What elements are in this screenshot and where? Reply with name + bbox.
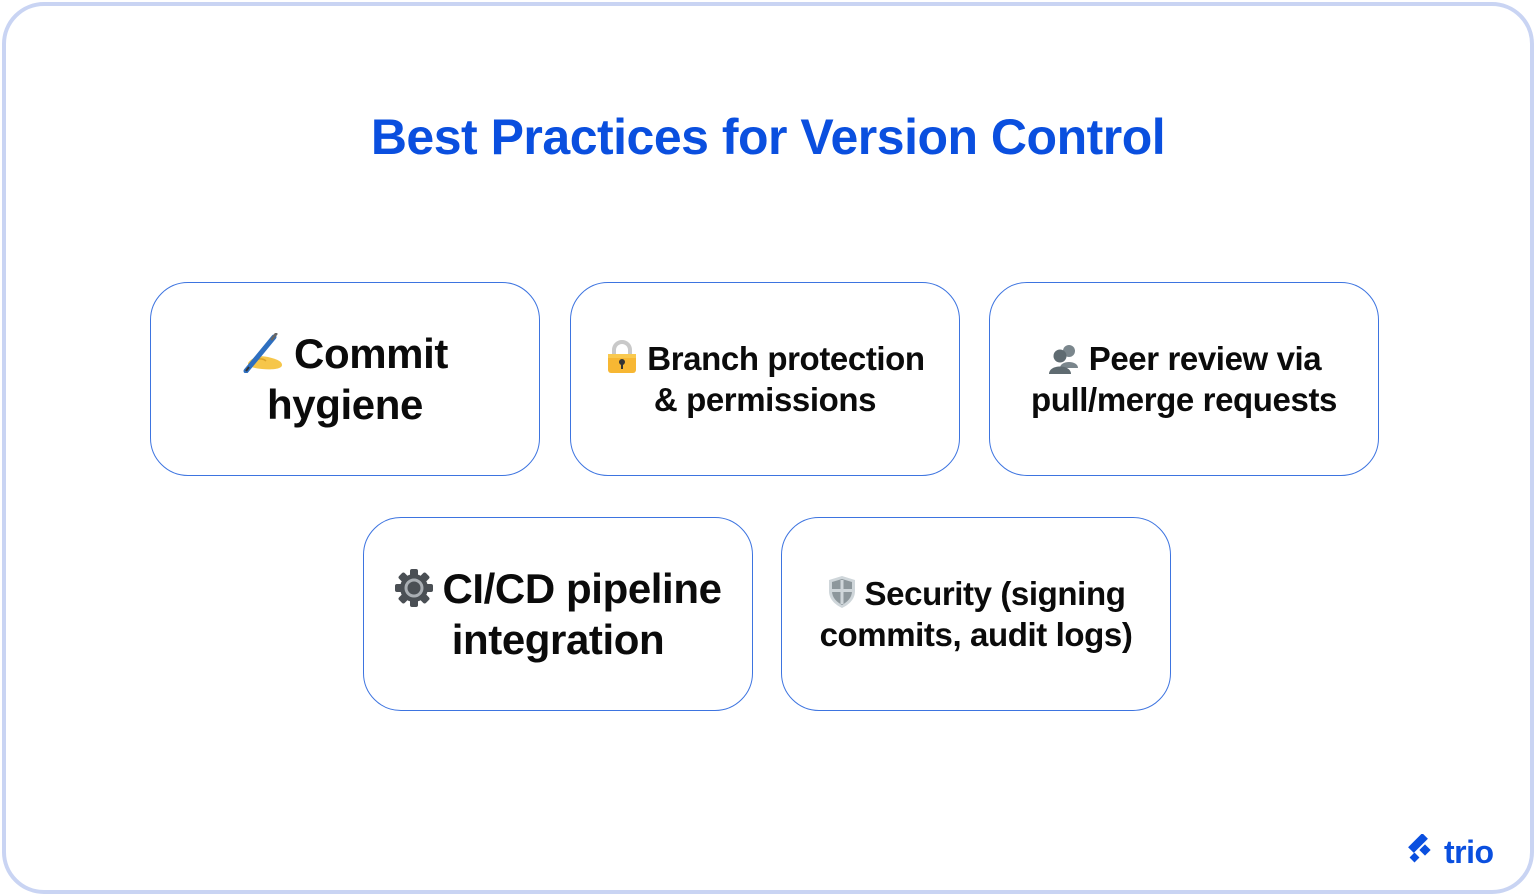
- trio-logo: trio: [1406, 833, 1494, 870]
- writing-hand-icon: [242, 332, 286, 373]
- card-line1: Security (signing: [864, 574, 1126, 612]
- busts-in-silhouette-icon: [1047, 342, 1081, 374]
- gear-icon: [394, 568, 434, 608]
- card-line2: pull/merge requests: [1031, 381, 1337, 418]
- card-line2: commits, audit logs): [819, 616, 1133, 653]
- lock-icon: [605, 339, 639, 374]
- card-line1: Branch protection: [647, 339, 925, 377]
- card-line1: Commit: [294, 329, 448, 377]
- trio-logo-text: trio: [1444, 833, 1494, 870]
- shield-icon: [827, 575, 857, 609]
- card-line1: CI/CD pipeline: [442, 564, 722, 612]
- trio-logo-icon: [1406, 833, 1440, 869]
- card-branch-protection: Branch protection & permissions: [570, 282, 960, 476]
- card-ci-cd: CI/CD pipeline integration: [363, 517, 753, 711]
- card-security: Security (signing commits, audit logs): [781, 517, 1171, 711]
- card-line2: & permissions: [653, 381, 877, 418]
- card-line2: integration: [451, 616, 665, 663]
- card-line1: Peer review via: [1088, 339, 1322, 377]
- card-line2: hygiene: [267, 381, 423, 428]
- card-commit-hygiene: Commit hygiene: [150, 282, 540, 476]
- page-title: Best Practices for Version Control: [370, 109, 1166, 165]
- card-peer-review: Peer review via pull/merge requests: [989, 282, 1379, 476]
